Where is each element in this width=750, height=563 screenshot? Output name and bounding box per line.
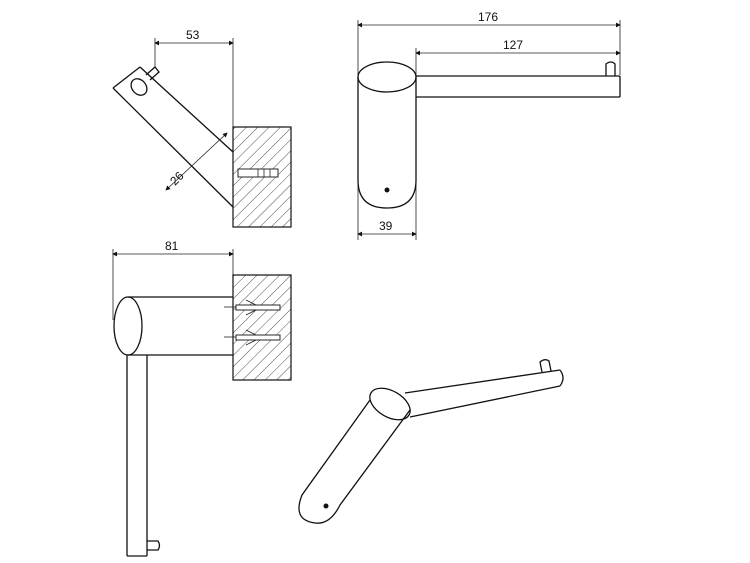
dimension-39: 39 xyxy=(357,219,417,237)
dim-label-39: 39 xyxy=(379,219,393,233)
dimension-53: 53 xyxy=(154,28,234,127)
dim-label-176: 176 xyxy=(478,10,498,24)
dim-label-26: 26 xyxy=(167,169,187,189)
front-view: 81 xyxy=(112,239,292,557)
dimension-81: 81 xyxy=(112,239,234,320)
holder-body-front xyxy=(113,296,233,557)
holder-body-top xyxy=(357,61,621,209)
dimension-176: 176 xyxy=(357,10,621,240)
dim-label-127: 127 xyxy=(503,38,523,52)
top-view: 176 127 39 xyxy=(357,10,621,240)
holder-arm-side xyxy=(112,66,234,208)
dim-label-53: 53 xyxy=(186,28,200,42)
wall-anchors xyxy=(224,299,281,346)
dim-label-81: 81 xyxy=(165,239,179,253)
perspective-view xyxy=(298,359,564,524)
wall-section-2 xyxy=(232,274,292,381)
dimension-26: 26 xyxy=(165,132,228,191)
side-view: 53 26 xyxy=(112,28,292,228)
wall-anchor xyxy=(237,168,279,178)
dimension-127: 127 xyxy=(415,38,621,240)
